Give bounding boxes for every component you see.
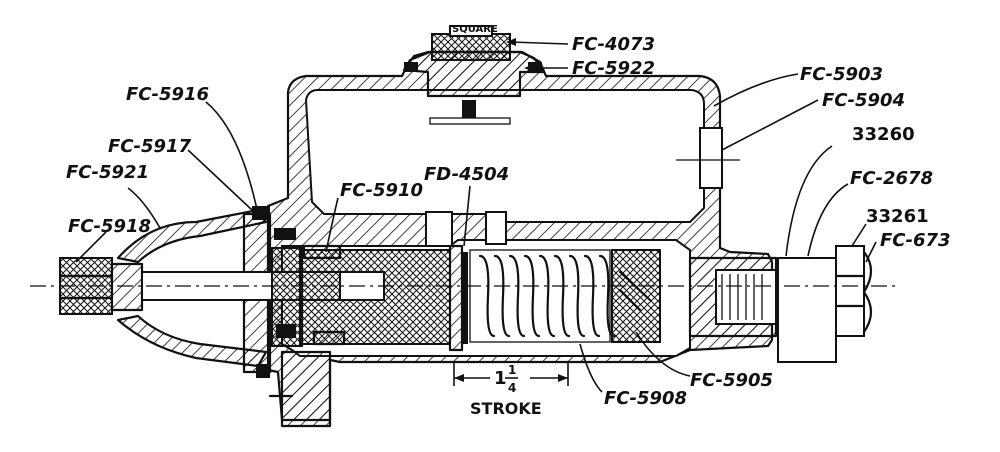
cap-square: [431, 33, 511, 61]
piston-assembly: [299, 244, 468, 352]
spring-coil: [493, 254, 511, 338]
label-fc-5921: FC-5921: [66, 162, 149, 183]
outlet-washer: [777, 257, 837, 363]
stroke-fraction-denominator: 4: [508, 381, 516, 395]
spring-coil: [598, 254, 616, 338]
mounting-flange: [280, 350, 332, 428]
leader-lines: [75, 38, 877, 393]
label-33260: 33260: [852, 124, 915, 145]
label-fc-5916: FC-5916: [126, 84, 209, 105]
label-33261: 33261: [866, 206, 929, 227]
stroke-label: STROKE: [470, 399, 542, 418]
spring-coil: [538, 254, 556, 338]
stroke-fraction-numerator: 1: [508, 363, 516, 377]
spring-coil: [478, 254, 496, 338]
label-fc-5904: FC-5904: [822, 90, 905, 111]
spring-coil: [553, 254, 571, 338]
label-fc-2678: FC-2678: [850, 168, 933, 189]
part-labels: SQUARE FC-4073 FC-5922 FC-5903 FC-5904 3…: [66, 24, 951, 409]
label-fc-5918: FC-5918: [68, 216, 151, 237]
spring-coil: [523, 254, 541, 338]
return-spring: [469, 249, 661, 343]
primary-cup: [448, 244, 464, 352]
baffle: [429, 117, 511, 125]
label-fc-5908: FC-5908: [604, 388, 687, 409]
label-fc-4073: FC-4073: [572, 34, 655, 55]
stroke-dimension: 1 1 4 STROKE: [453, 362, 569, 418]
reservoir-cavity: [304, 89, 705, 223]
label-fc-5922: FC-5922: [572, 58, 655, 79]
filler-cap: [402, 25, 546, 98]
label-fc-5905: FC-5905: [690, 370, 773, 391]
side-port: [699, 127, 723, 189]
spring-coil: [583, 254, 601, 338]
label-fc-5903: FC-5903: [800, 64, 883, 85]
outlet-fitting: [688, 245, 873, 363]
check-valve: [611, 249, 661, 343]
stroke-whole-number: 1: [494, 368, 507, 389]
label-fc-5917: FC-5917: [108, 136, 192, 157]
spring-coil: [568, 254, 586, 338]
label-square: SQUARE: [452, 24, 498, 35]
outlet-nut: [835, 245, 865, 337]
label-fc-5910: FC-5910: [340, 180, 423, 201]
spring-coil: [508, 254, 526, 338]
label-fc-673: FC-673: [880, 230, 951, 251]
label-fd-4504: FD-4504: [424, 164, 509, 185]
